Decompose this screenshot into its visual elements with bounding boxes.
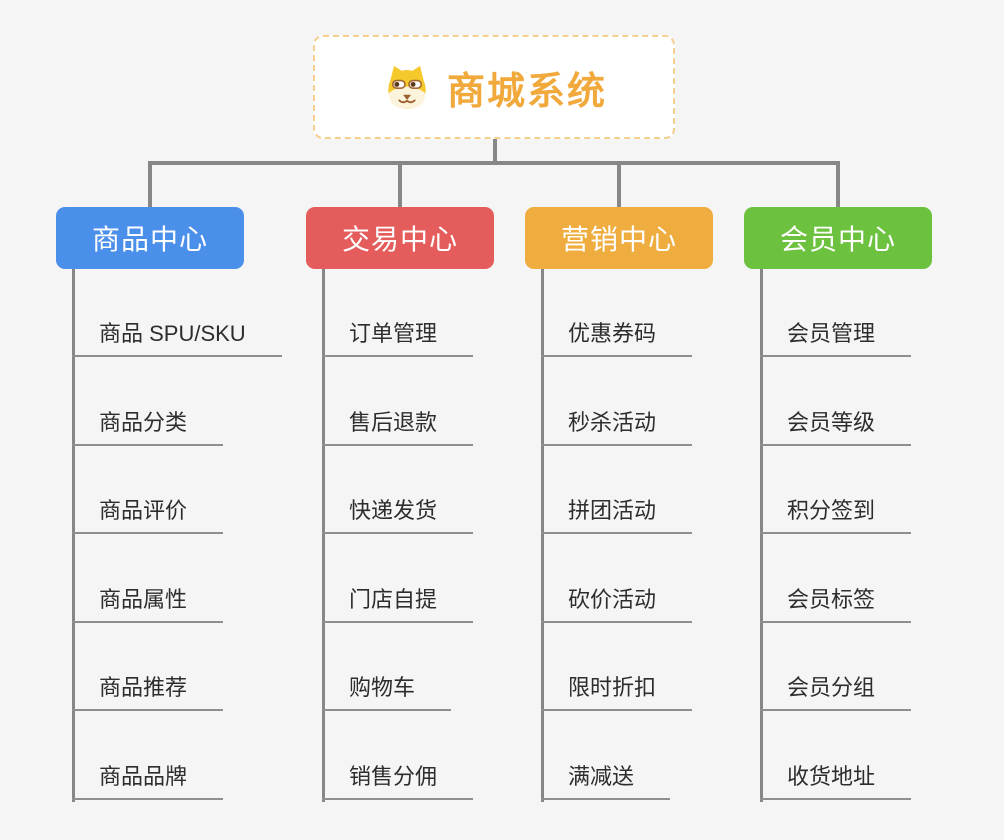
leaf-item[interactable]: 秒杀活动 — [541, 408, 693, 446]
connector-branch-2 — [617, 161, 621, 207]
connector-branch-1 — [398, 161, 402, 207]
leaf-item[interactable]: 限时折扣 — [541, 673, 693, 711]
leaf-item[interactable]: 订单管理 — [322, 319, 474, 357]
leaf-item[interactable]: 销售分佣 — [322, 762, 474, 800]
branch-node-1[interactable]: 交易中心 — [306, 207, 494, 269]
branch-trunk-3 — [760, 269, 763, 802]
shiba-dog-icon — [381, 61, 433, 113]
leaf-item[interactable]: 商品 SPU/SKU — [72, 319, 282, 357]
branch-trunk-0 — [72, 269, 75, 802]
leaf-item[interactable]: 商品品牌 — [72, 762, 224, 800]
leaf-item[interactable]: 优惠券码 — [541, 319, 693, 357]
root-title: 商城系统 — [446, 70, 607, 113]
leaf-item[interactable]: 门店自提 — [322, 585, 474, 623]
leaf-item[interactable]: 收货地址 — [760, 762, 912, 800]
leaf-item[interactable]: 商品推荐 — [72, 673, 224, 711]
branch-node-3[interactable]: 会员中心 — [744, 207, 932, 269]
connector-root-stem — [493, 139, 497, 163]
leaf-item[interactable]: 会员管理 — [760, 319, 912, 357]
connector-branch-0 — [148, 161, 152, 207]
leaf-item[interactable]: 拼团活动 — [541, 496, 693, 534]
leaf-item[interactable]: 快递发货 — [322, 496, 474, 534]
leaf-item[interactable]: 商品分类 — [72, 408, 224, 446]
leaf-item[interactable]: 商品评价 — [72, 496, 224, 534]
connector-branch-3 — [836, 161, 840, 207]
branch-trunk-1 — [322, 269, 325, 802]
leaf-item[interactable]: 积分签到 — [760, 496, 912, 534]
leaf-item[interactable]: 会员分组 — [760, 673, 912, 711]
leaf-item[interactable]: 购物车 — [322, 673, 452, 711]
leaf-item[interactable]: 砍价活动 — [541, 585, 693, 623]
branch-trunk-2 — [541, 269, 544, 802]
leaf-item[interactable]: 商品属性 — [72, 585, 224, 623]
leaf-item[interactable]: 满减送 — [541, 762, 671, 800]
leaf-item[interactable]: 售后退款 — [322, 408, 474, 446]
leaf-item[interactable]: 会员等级 — [760, 408, 912, 446]
branch-node-2[interactable]: 营销中心 — [525, 207, 713, 269]
branch-node-0[interactable]: 商品中心 — [56, 207, 244, 269]
root-node[interactable]: 商城系统 — [313, 35, 675, 139]
leaf-item[interactable]: 会员标签 — [760, 585, 912, 623]
connector-horizontal-bar — [148, 161, 840, 165]
